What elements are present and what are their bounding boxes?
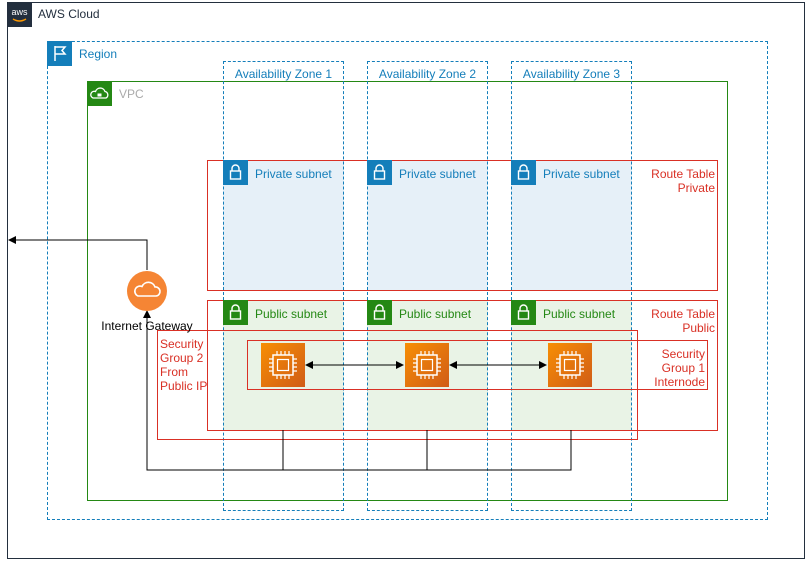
vpc-group xyxy=(87,81,728,501)
security-group-1 xyxy=(247,340,708,390)
route-table-private-line1: Route Table xyxy=(651,167,715,181)
region-group xyxy=(47,41,768,520)
availability-zone-2-label: Availability Zone 2 xyxy=(378,67,477,81)
security-group-2-line1: Security xyxy=(160,337,204,351)
aws-cloud-group xyxy=(7,2,805,559)
availability-zone-3-label: Availability Zone 3 xyxy=(522,67,621,81)
route-table-public xyxy=(207,300,718,431)
svg-text:aws: aws xyxy=(11,7,28,17)
lock-icon xyxy=(511,160,536,185)
security-group-2 xyxy=(157,330,638,440)
internet-gateway-label: Internet Gateway xyxy=(101,319,193,333)
aws-cloud-label: AWS Cloud xyxy=(38,7,100,21)
internet-egress-arrow xyxy=(8,236,148,270)
security-group-2-line4: Public IP xyxy=(160,379,208,393)
security-group-1-line2: Group 1 xyxy=(661,361,705,375)
region-label: Region xyxy=(79,47,118,61)
lock-icon xyxy=(223,160,248,185)
lock-icon xyxy=(367,160,392,185)
route-table-public-line2: Public xyxy=(682,321,715,335)
public-subnet-3-label: Public subnet xyxy=(543,307,616,321)
internet-gateway-icon xyxy=(127,271,167,311)
aws-logo-icon: aws xyxy=(7,2,32,27)
security-group-2-line3: From xyxy=(160,365,188,379)
security-group-2-line2: Group 2 xyxy=(160,351,204,365)
lock-icon xyxy=(367,300,392,325)
route-table-public-line1: Route Table xyxy=(651,307,715,321)
security-group-1-line1: Security xyxy=(661,347,705,361)
security-group-1-label: Security Group 1 Internode xyxy=(620,347,705,389)
ec2-instance-icon xyxy=(548,343,592,387)
private-subnet-1-label: Private subnet xyxy=(255,167,332,181)
cloud-lock-icon xyxy=(87,81,112,106)
public-subnet-1-label: Public subnet xyxy=(255,307,328,321)
lock-icon xyxy=(223,300,248,325)
private-subnet-2-label: Private subnet xyxy=(399,167,476,181)
flag-icon xyxy=(47,41,72,66)
availability-zone-1-label: Availability Zone 1 xyxy=(234,67,333,81)
ec2-instance-icon xyxy=(261,343,305,387)
lock-icon xyxy=(511,300,536,325)
availability-zone-2 xyxy=(367,61,488,511)
public-subnet-2-label: Public subnet xyxy=(399,307,472,321)
security-group-2-label: Security Group 2 From Public IP xyxy=(160,337,207,393)
vpc-label: VPC xyxy=(119,87,144,101)
ec2-instance-icon xyxy=(405,343,449,387)
gateway-bus-line xyxy=(143,310,572,471)
security-group-1-line3: Internode xyxy=(654,375,705,389)
availability-zone-3 xyxy=(511,61,632,511)
route-table-private xyxy=(207,160,718,291)
private-subnet-3-label: Private subnet xyxy=(543,167,620,181)
route-table-private-label: Route Table Private xyxy=(620,167,715,195)
route-table-public-label: Route Table Public xyxy=(620,307,715,335)
route-table-private-line2: Private xyxy=(677,181,715,195)
availability-zone-1 xyxy=(223,61,344,511)
